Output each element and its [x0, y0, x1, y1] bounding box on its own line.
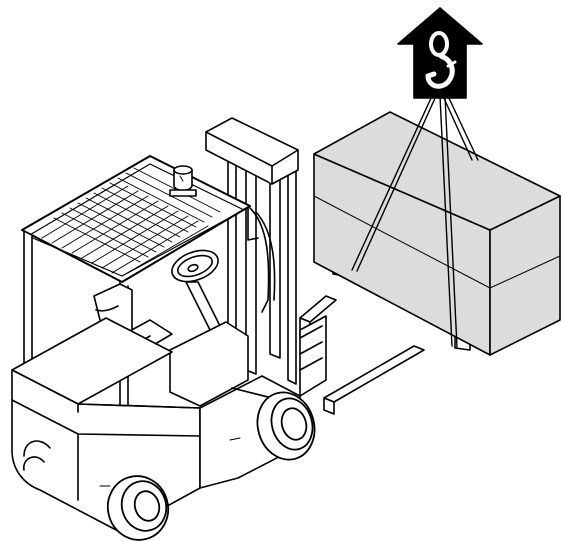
sling-leg [442, 95, 473, 161]
forklift-body [11, 317, 301, 533]
sling-leg [444, 95, 458, 348]
crate-icon [313, 111, 561, 356]
forklift-wheel-rear-left [23, 456, 45, 471]
forklift-icon [11, 117, 425, 541]
sling-leg [356, 95, 437, 272]
sling-leg [439, 95, 453, 347]
warning-beacon-icon [169, 165, 197, 197]
steering-wheel [171, 249, 223, 335]
forklift-wheel-front [256, 391, 316, 461]
lifting-hook-icon [397, 7, 483, 99]
sling-leg [351, 95, 433, 271]
crate-top-face [313, 111, 561, 231]
roof-grid [41, 167, 221, 277]
lifting-sling-icon [351, 95, 479, 348]
forklift-cowl [169, 321, 249, 407]
body-rib [99, 437, 241, 487]
forklift-wheel-rear [106, 475, 170, 541]
sling-leg [447, 95, 479, 161]
